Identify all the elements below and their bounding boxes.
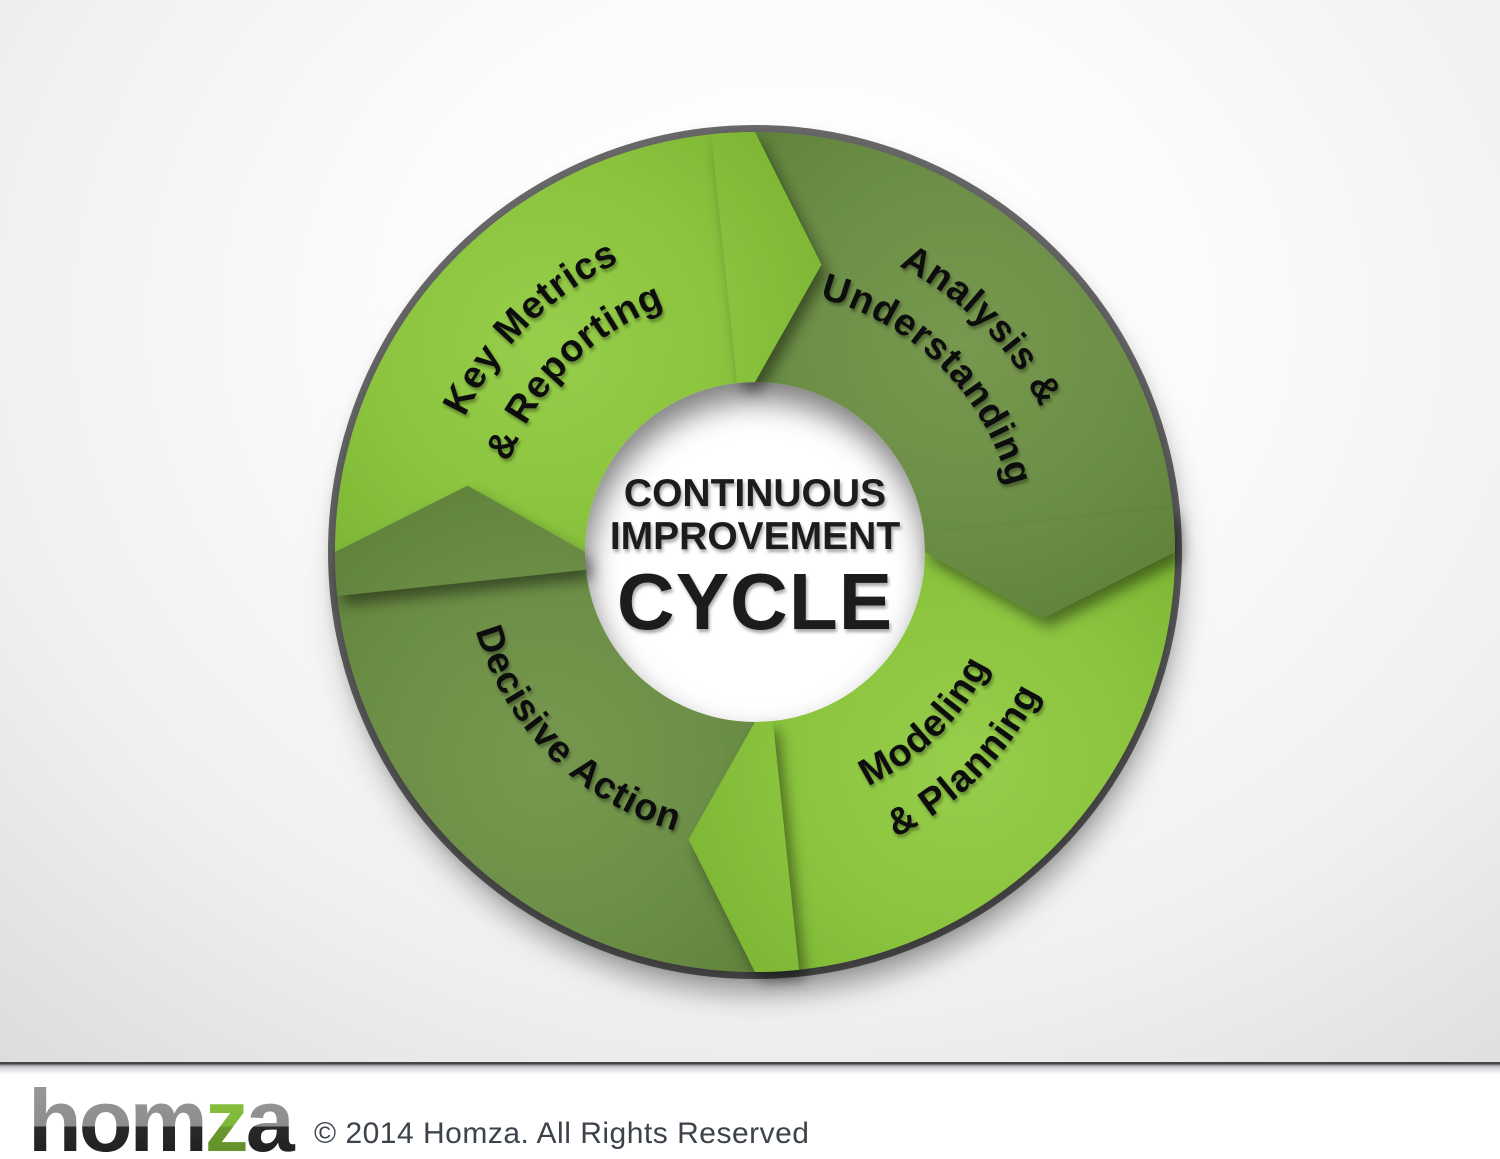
center-title-line2: IMPROVEMENT (610, 515, 901, 558)
homza-logo: homza (28, 1079, 299, 1159)
logo-wordmark: homza (28, 1079, 296, 1159)
logo-accent-z: z (205, 1079, 246, 1159)
segment-decisive-action (335, 552, 755, 972)
arrowhead-decisive (335, 485, 586, 596)
outer-halo (316, 113, 1194, 991)
outer-rim (328, 125, 1182, 979)
center-circle (583, 380, 927, 724)
arrowhead-analysis (924, 508, 1175, 619)
diagram-background: Key Metrics & Reporting Analysis & Under… (0, 0, 1500, 1062)
center-title-line1: CONTINUOUS (624, 472, 886, 515)
center-title: CONTINUOUS IMPROVEMENT CYCLE (610, 472, 901, 646)
arrowhead-modeling (688, 721, 799, 972)
cycle-diagram: Key Metrics & Reporting Analysis & Under… (316, 113, 1194, 991)
footer: homza © 2014 Homza. All Rights Reserved (0, 1075, 1500, 1159)
copyright-text: © 2014 Homza. All Rights Reserved (314, 1117, 810, 1150)
arrowhead-key-metrics (711, 132, 822, 383)
segment-modeling-planning (755, 552, 1175, 972)
segment-key-metrics-reporting (335, 132, 755, 552)
segment-analysis-understanding (755, 132, 1175, 552)
ring-segments (335, 132, 1175, 972)
logo-part1: hom (28, 1079, 205, 1159)
logo-part2: a (246, 1079, 296, 1159)
arrowheads (335, 132, 1175, 972)
center-title-line3: CYCLE (617, 557, 893, 646)
footer-divider (0, 1062, 1500, 1075)
